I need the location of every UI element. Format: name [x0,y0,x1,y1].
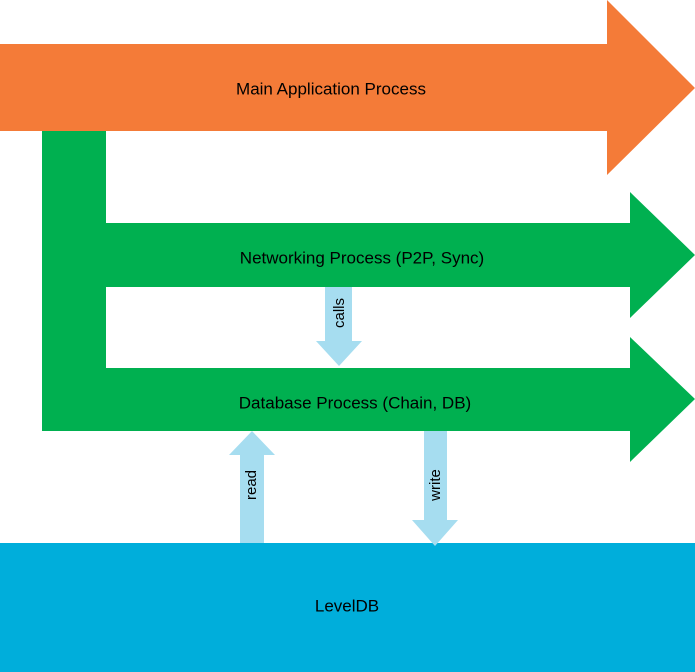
main-process-arrow [0,0,695,175]
write-label: write [427,469,444,502]
database-process-label: Database Process (Chain, DB) [239,393,471,412]
networking-process-label: Networking Process (P2P, Sync) [240,248,484,267]
database-process-arrow [42,337,695,462]
calls-arrow [316,287,362,366]
read-label: read [243,470,260,500]
calls-label: calls [331,298,348,328]
read-arrow [229,431,275,543]
networking-process-arrow [42,192,695,318]
write-arrow [412,431,458,546]
leveldb-box [0,543,695,672]
leveldb-label: LevelDB [315,596,379,615]
main-process-label: Main Application Process [236,79,426,98]
